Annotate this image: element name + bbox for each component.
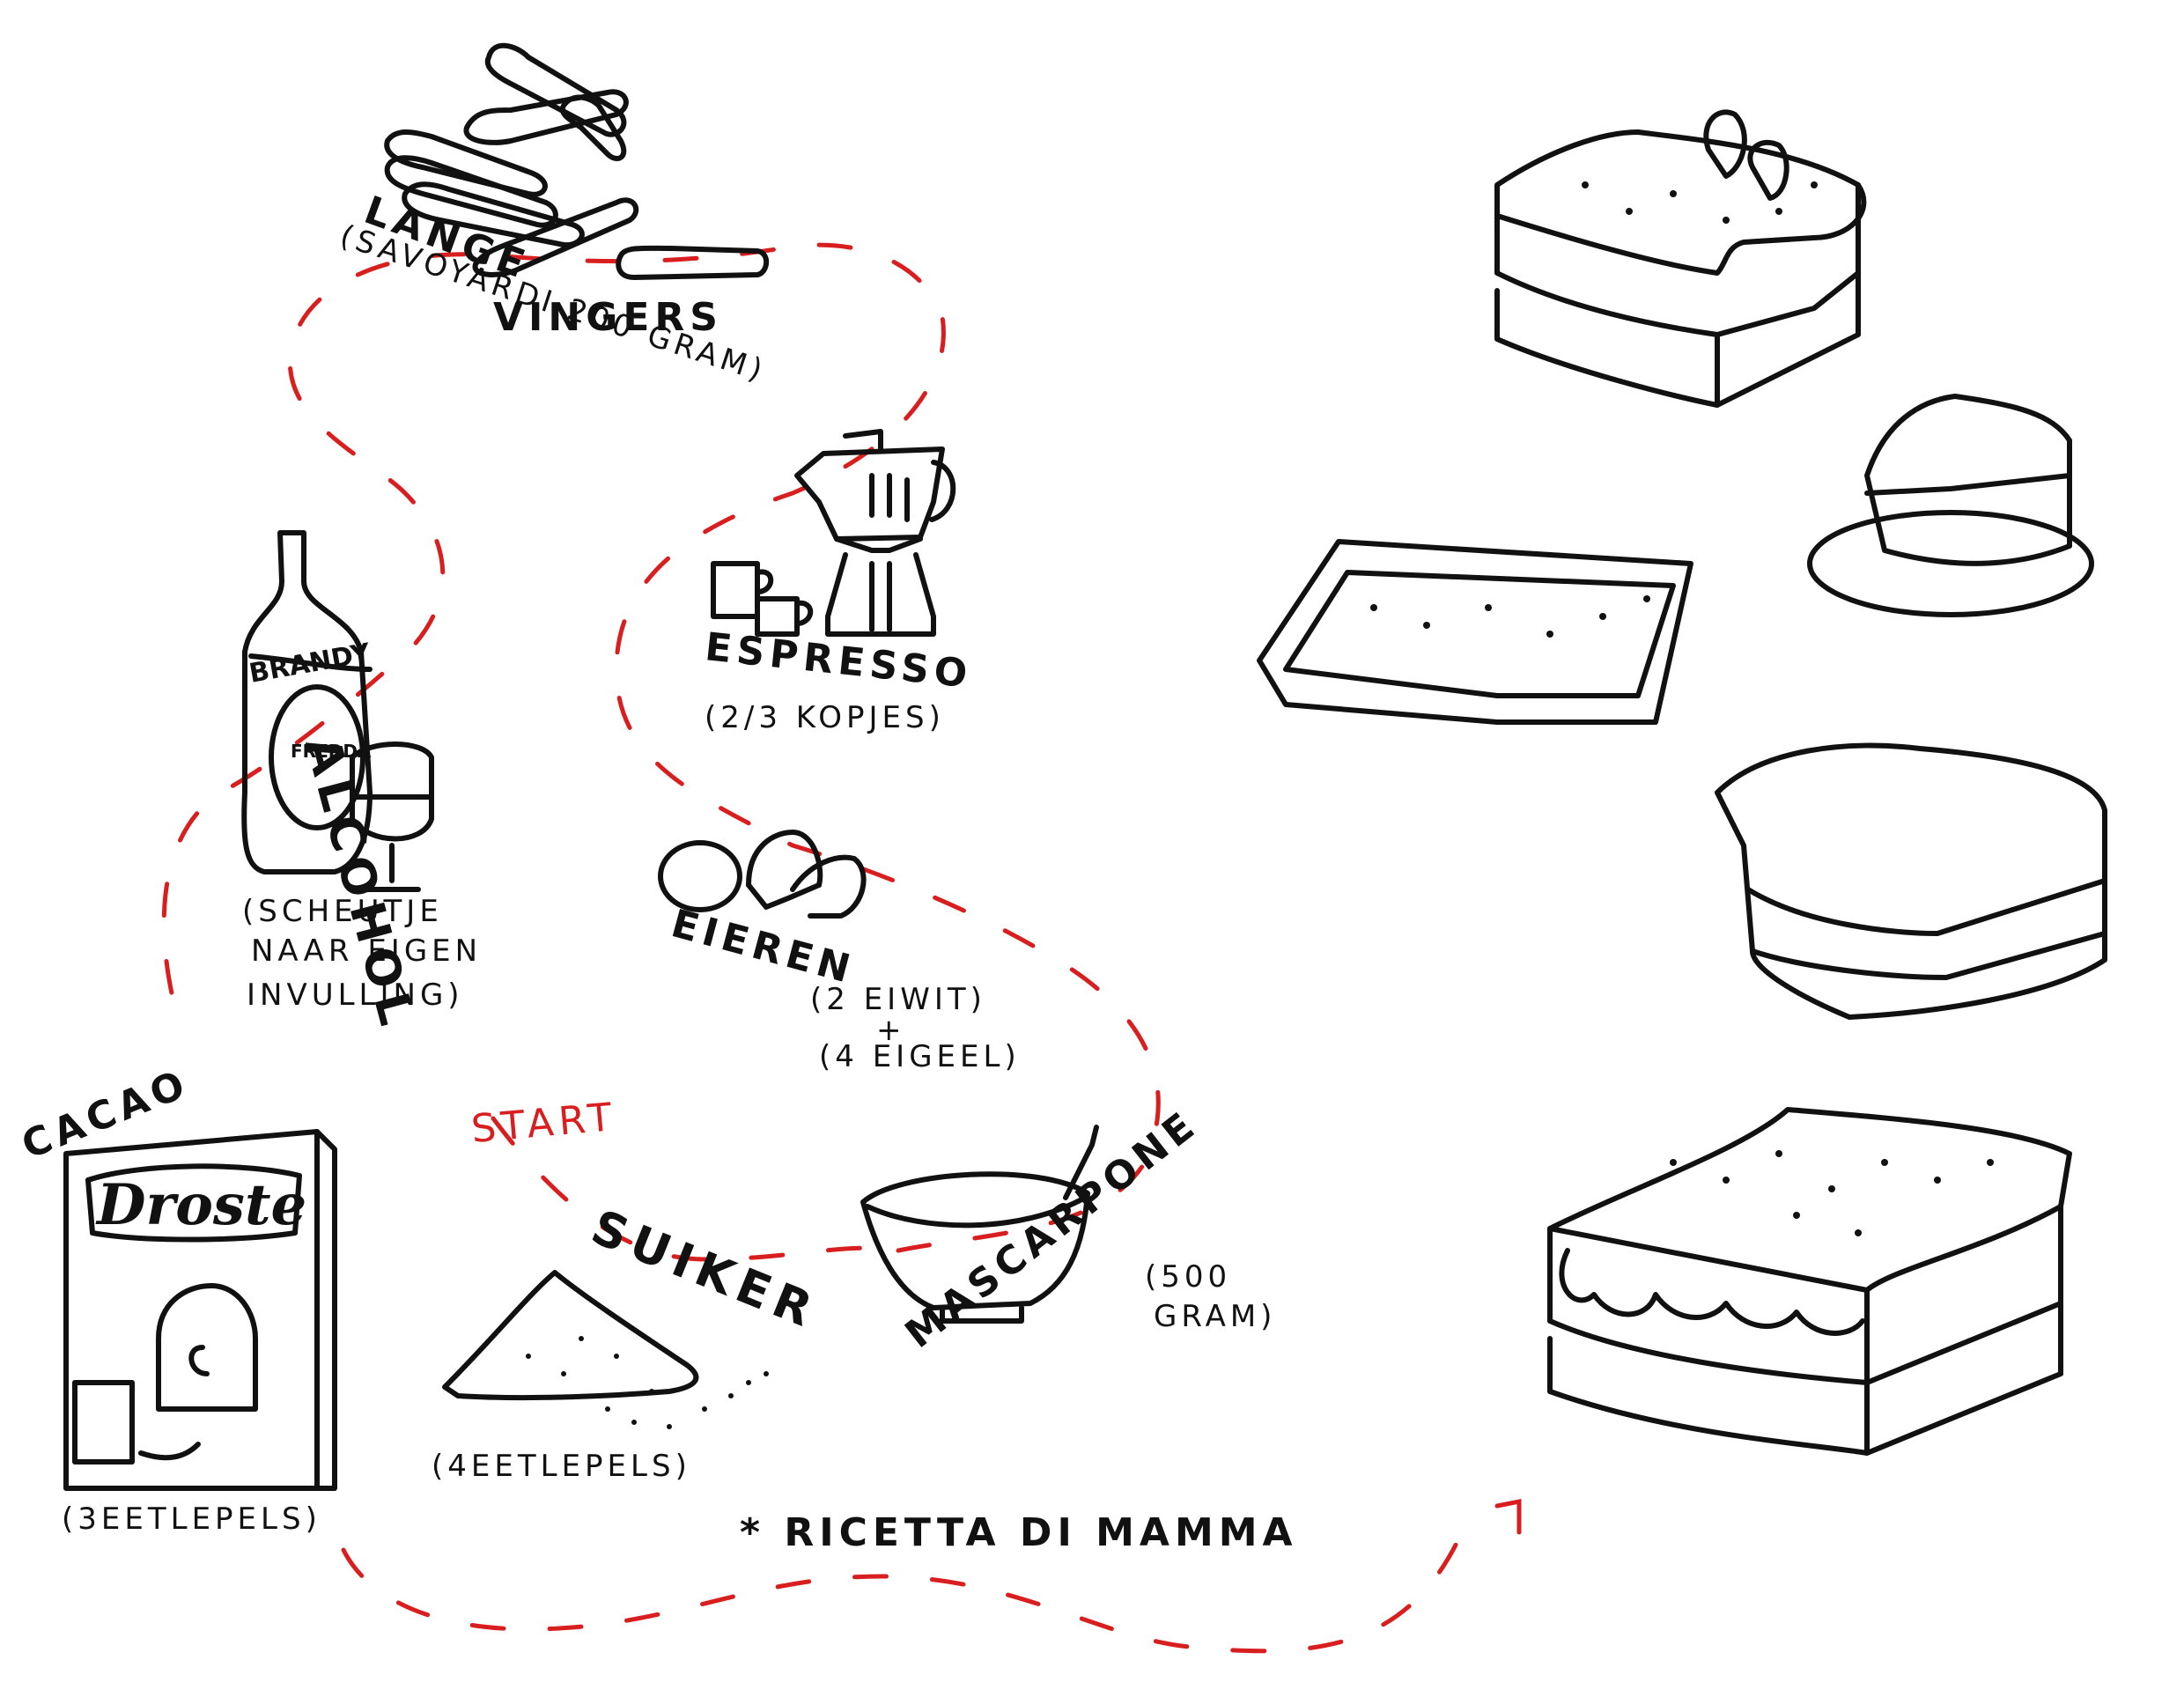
label-mascarpone-note-1: (500 — [1145, 1259, 1232, 1295]
sugar-pile-icon — [442, 1270, 699, 1401]
label-eieren-note-2: + — [876, 1013, 906, 1048]
label-alcohol-note-1: (SCHEUTJE — [242, 894, 443, 929]
label-ricetta-di-mamma: * RICETTA DI MAMMA — [740, 1510, 1298, 1555]
tiramisu-slice-strawberry-icon — [1494, 109, 1867, 408]
tiramisu-plate-icon — [1807, 394, 2094, 617]
big-tiramisu-icon — [1547, 1107, 2072, 1456]
wine-glass-icon — [350, 742, 434, 892]
cacao-box-icon — [63, 1129, 337, 1491]
label-cacao-note: (3EETLEPELS) — [62, 1501, 321, 1537]
tiramisu-block-icon — [1715, 742, 2107, 1020]
label-suiker-note: (4EETLEPELS) — [432, 1449, 691, 1484]
droste-logo: Droste — [95, 1172, 306, 1238]
brandy-bottle-icon — [241, 530, 373, 874]
label-alcohol-note-2: NAAR EIGEN — [251, 933, 483, 969]
cake-dots — [1370, 181, 1994, 1236]
route-arrowhead — [1494, 1498, 1522, 1535]
sugar-speckles — [526, 1336, 769, 1429]
espresso-cups-icon — [711, 561, 814, 637]
label-eieren-note-1: (2 EIWIT) — [810, 982, 986, 1017]
moka-pot-icon — [794, 429, 956, 637]
ladyfingers-icon — [384, 42, 770, 280]
mascarpone-bowl-icon — [860, 1125, 1099, 1324]
eggs-icon — [658, 830, 867, 919]
bottle-brandy-label: BRANDY — [247, 638, 373, 690]
label-espresso-note: (2/3 KOPJES) — [705, 700, 945, 735]
dashed-route — [161, 242, 1465, 1654]
label-eieren-note-3: (4 EIGEEL) — [819, 1039, 1021, 1074]
bottle-sub-label: FREDDA — [291, 741, 372, 762]
label-vingers: VINGERS — [493, 295, 723, 340]
label-alcohol-note-3: INVULLING) — [247, 978, 464, 1013]
label-mascarpone-note-2: GRAM) — [1154, 1299, 1277, 1334]
baking-tray-icon — [1257, 539, 1693, 725]
